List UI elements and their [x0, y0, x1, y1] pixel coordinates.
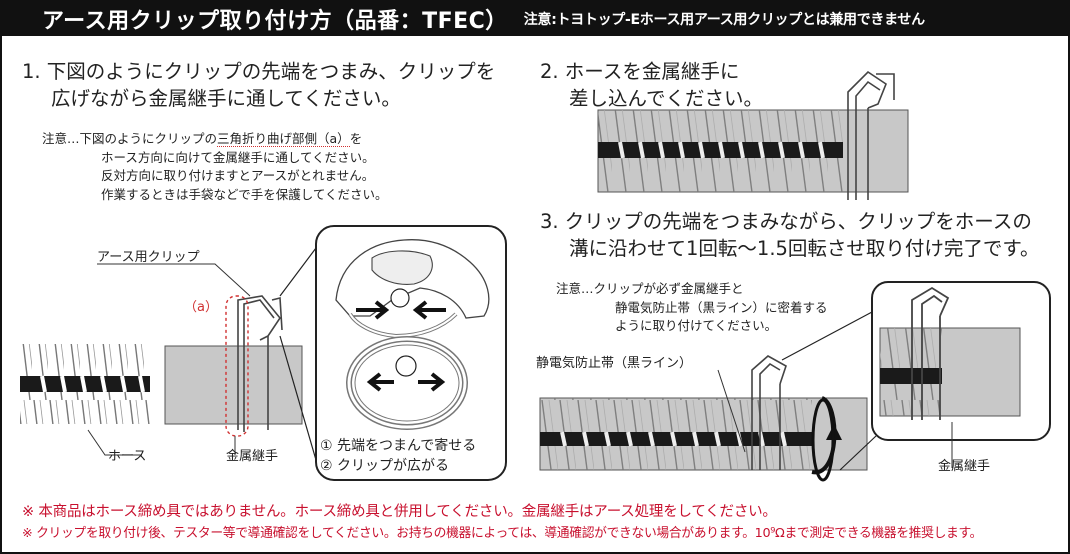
step2-illustration — [597, 70, 909, 200]
metal-joint-label-left: 金属継手 — [226, 449, 279, 464]
step-3: 3. クリップの先端をつまみながら、クリップをホースの 溝に沿わせて1回転～1.… — [540, 208, 1039, 262]
step-1-note-suffix: を — [349, 131, 363, 146]
warning-2: ※ クリップを取り付け後、テスター等で導通確認をしてください。お持ちの機器によっ… — [22, 526, 983, 541]
page-title: アース用クリップ取り付け方（品番：TFEC） — [42, 9, 508, 34]
step1-metal-joint — [164, 345, 303, 425]
step-1-note: 注意…下図のようにクリップの三角折り曲げ部側（a）を ホース方向に向けて金属継手… — [42, 130, 388, 204]
step1-leader-lines — [87, 263, 251, 456]
step-1-note-highlight: 三角折り曲げ部側（a） — [217, 131, 350, 147]
step3-hose-illustration — [539, 355, 868, 482]
step-3-note-line-1: 注意…クリップが必ず金属継手と — [556, 281, 744, 296]
a-mark-label: （a） — [184, 300, 218, 315]
step-3-line-1: 3. クリップの先端をつまみながら、クリップをホースの — [540, 210, 1032, 233]
step-1-note-line-4: 作業するときは手袋などで手を保護してください。 — [101, 186, 388, 202]
triangle-fold-highlight — [225, 295, 249, 437]
compatibility-note: 注意:トヨトップ-Eホース用アース用クリップとは兼用できません — [523, 12, 925, 28]
header-bar: アース用クリップ取り付け方（品番：TFEC） 注意:トヨトップ-Eホース用アース… — [2, 2, 1068, 36]
step-1-note-line-2: ホース方向に向けて金属継手に通してください。 — [101, 149, 375, 165]
step3-zoom-bubble — [781, 281, 1051, 471]
caption-expand: ② クリップが広がる — [320, 458, 450, 474]
zoom-bubble — [315, 225, 507, 481]
step-2-line-2: 差し込んでください。 — [569, 87, 764, 110]
step-1-line-1: 1. 下図のようにクリップの先端をつまみ、クリップを — [22, 60, 496, 83]
step-1: 1. 下図のようにクリップの先端をつまみ、クリップを 広げながら金属継手に通して… — [22, 58, 495, 112]
step-3-note: 注意…クリップが必ず金属継手と 静電気防止帯（黒ライン）に密着する ように取り付… — [556, 280, 828, 336]
step-3-note-line-3: ように取り付けてください。 — [615, 318, 778, 333]
step-3-line-2: 溝に沿わせて1回転～1.5回転させ取り付け完了です。 — [569, 237, 1040, 260]
step-3-note-line-2: 静電気防止帯（黒ライン）に密着する — [615, 299, 828, 315]
zoom-connector — [279, 247, 317, 461]
caption-pinch: ① 先端をつまんで寄せる — [320, 438, 477, 454]
step-2: 2. ホースを金属継手に 差し込んでください。 — [540, 58, 763, 112]
step-2-line-1: 2. ホースを金属継手に — [540, 60, 740, 83]
step-1-note-prefix: 注意…下図のようにクリップの — [42, 131, 218, 146]
metal-joint-label-right: 金属継手 — [938, 459, 991, 474]
earth-clip-label: アース用クリップ — [97, 250, 200, 265]
static-band-label: 静電気防止帯（黒ライン） — [536, 356, 693, 371]
warning-1: ※ 本商品はホース締め具ではありません。ホース締め具と併用してください。金属継手… — [22, 504, 777, 520]
step-1-line-2: 広げながら金属継手に通してください。 — [51, 87, 401, 110]
step1-hose-illustration — [20, 344, 150, 424]
step1-earth-clip — [237, 295, 283, 432]
step-1-note-line-3: 反対方向に取り付けますとアースがとれません。 — [101, 168, 375, 183]
zoom-captions: ① 先端をつまんで寄せる ② クリップが広がる — [320, 436, 476, 476]
hose-label: ホース — [108, 449, 147, 464]
